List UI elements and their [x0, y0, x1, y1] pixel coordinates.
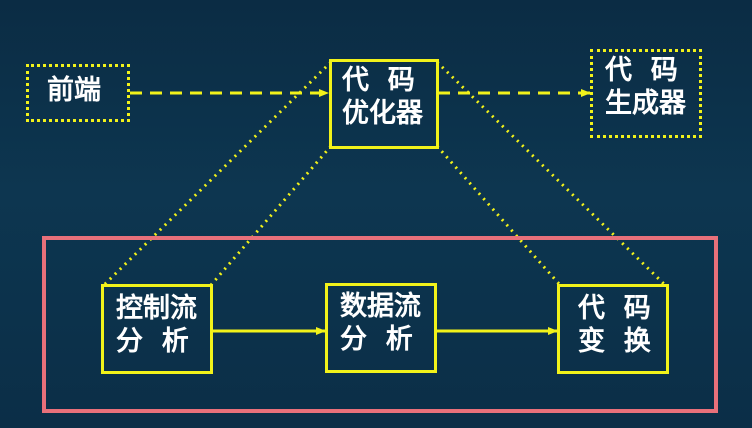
code-generator-label-line-2: 生成器: [605, 88, 686, 119]
data-flow-label-line-2: 分 析: [340, 324, 413, 355]
code-optimizer-node: 代 码 优化器: [329, 59, 439, 149]
control-flow-analysis-node: 控制流 分 析: [101, 284, 213, 374]
code-transformation-node: 代 码 变 换: [557, 284, 669, 374]
code-generator-node: 代 码 生成器: [590, 49, 702, 138]
control-flow-label-line-2: 分 析: [116, 326, 189, 357]
code-transformation-label-line-2: 变 换: [578, 326, 651, 357]
optimizer-detail-frame: [42, 236, 718, 413]
projection-line-right-inner: [435, 145, 562, 286]
code-optimizer-label-line-1: 代 码: [342, 65, 415, 96]
control-flow-label-line-1: 控制流: [116, 293, 197, 324]
data-flow-label-line-1: 数据流: [340, 291, 421, 322]
projection-line-left-inner: [209, 145, 333, 286]
code-optimizer-label-line-2: 优化器: [342, 98, 423, 129]
code-generator-label-line-1: 代 码: [605, 55, 678, 86]
frontend-label: 前端: [47, 75, 101, 106]
code-transformation-label-line-1: 代 码: [578, 293, 651, 324]
frontend-node: 前端: [26, 64, 130, 122]
data-flow-analysis-node: 数据流 分 析: [325, 283, 437, 373]
